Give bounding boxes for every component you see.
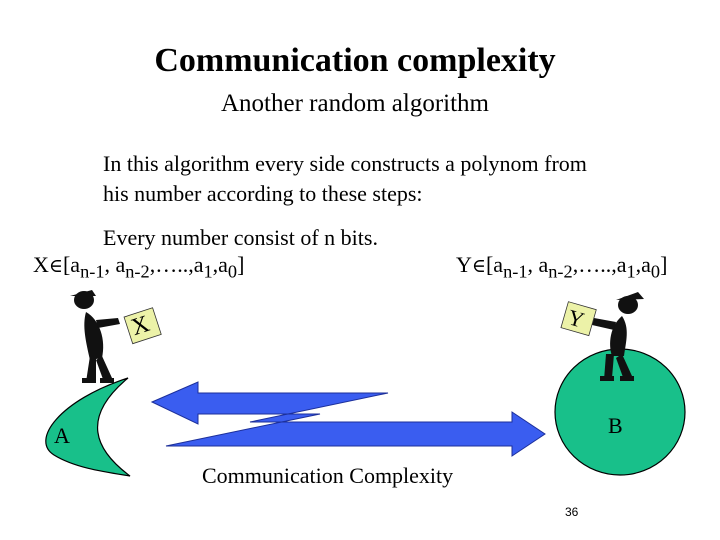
element-of-symbol: ∈ [471,255,486,277]
z-arrow [150,381,546,457]
y-formula-sep: ,a [635,252,651,277]
y-formula: Y∈[an-1, an-2,…..,a1,a0] [456,252,667,282]
label-b: B [608,413,623,438]
slide-number: 36 [565,505,579,519]
card-x [123,307,162,345]
diagram-caption: Communication Complexity [202,463,454,488]
x-formula-sep: ,a [212,252,228,277]
element-of-symbol: ∈ [48,255,63,277]
x-formula-sub: 1 [203,261,213,282]
y-formula-close: ] [660,252,668,277]
x-formula-sub: 0 [227,261,238,282]
y-formula-sub: n-2 [548,261,573,282]
intro-line-2: his number according to these steps: [103,181,423,206]
x-formula-sep: , a [104,252,126,277]
intro-line-1: In this algorithm every side constructs … [103,151,587,176]
y-formula-sep: , a [527,252,549,277]
y-formula-var: Y [456,252,472,277]
y-formula-mid: ,…..,a [572,252,627,277]
x-formula-open: [a [62,252,81,277]
x-formula-sub: n-2 [125,261,150,282]
slide-title: Communication complexity [154,42,556,79]
card-y [560,301,597,337]
y-formula-sub: 0 [650,261,661,282]
x-formula-mid: ,…..,a [149,252,204,277]
x-formula-var: X [33,252,49,277]
bits-statement: Every number consist of n bits. [103,225,378,250]
x-formula: X∈[an-1, an-2,…..,a1,a0] [33,252,244,282]
slide-subtitle: Another random algorithm [221,90,489,117]
intro-paragraph: In this algorithm every side constructs … [103,149,587,209]
x-formula-close: ] [237,252,245,277]
y-formula-sub: n-1 [503,261,528,282]
crescent-planet-a [45,377,131,477]
stick-figure-left [70,290,120,383]
stick-figure-right [592,292,644,381]
y-formula-sub: 1 [626,261,636,282]
x-formula-sub: n-1 [80,261,105,282]
label-a: A [54,423,70,448]
y-formula-open: [a [485,252,504,277]
